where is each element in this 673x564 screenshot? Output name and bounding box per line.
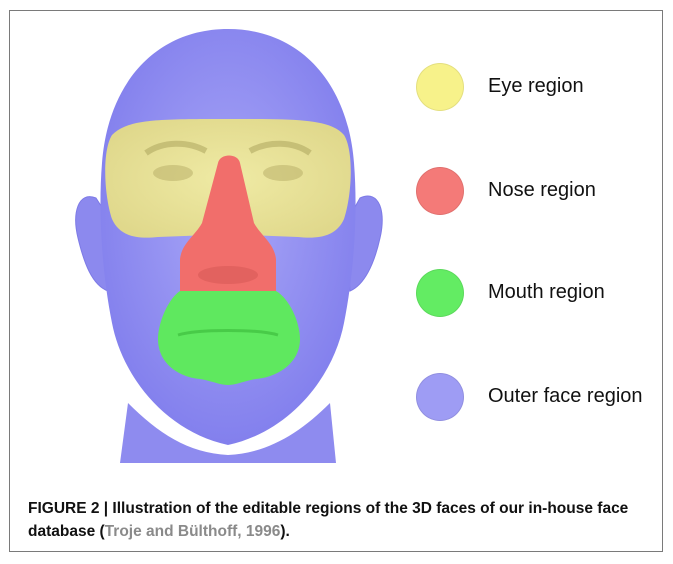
figure-caption: FIGURE 2 | Illustration of the editable …	[20, 497, 660, 543]
left-eye	[153, 165, 193, 181]
nose-region-swatch	[416, 167, 464, 215]
legend-item-mouth: Mouth region	[416, 269, 666, 321]
mouth-region-swatch	[416, 269, 464, 317]
figure-frame: Eye region Nose region Mouth region Oute…	[9, 10, 663, 552]
legend-label: Outer face region	[488, 385, 643, 408]
legend-item-eye: Eye region	[416, 63, 666, 115]
legend-item-outer-face: Outer face region	[416, 373, 666, 425]
eye-region-swatch	[416, 63, 464, 111]
legend-label: Mouth region	[488, 281, 605, 304]
legend-label: Eye region	[488, 75, 584, 98]
citation-link[interactable]: Troje and Bülthoff, 1996	[105, 523, 281, 540]
caption-end: ).	[280, 523, 289, 540]
nostrils	[198, 266, 258, 284]
mouth-region	[158, 291, 300, 385]
face-region-illustration	[68, 23, 398, 463]
outer-face-region-swatch	[416, 373, 464, 421]
right-eye	[263, 165, 303, 181]
legend-label: Nose region	[488, 179, 596, 202]
legend-item-nose: Nose region	[416, 167, 666, 219]
